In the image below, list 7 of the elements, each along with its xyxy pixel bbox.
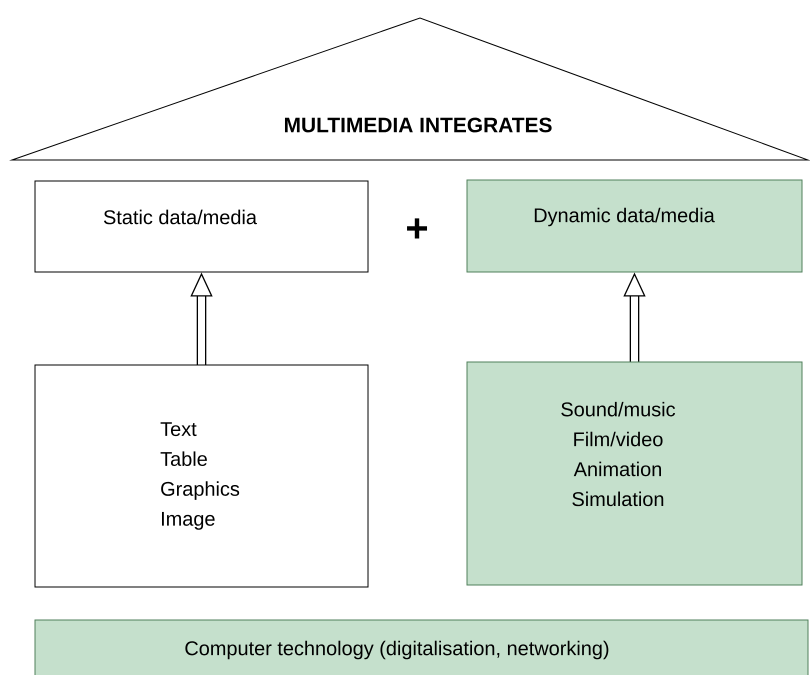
bar: Computer technology (digitalisation, networking) [34,620,808,675]
box: Sound/music Film/video Animation Simulation [466,362,802,586]
plus-sign: + [407,218,428,239]
title: MULTIMEDIA INTEGRATES [284,118,552,132]
box: Text Table Graphics Image [34,364,368,588]
box: Dynamic data/media [466,180,802,272]
box: Static data/media [34,180,368,272]
